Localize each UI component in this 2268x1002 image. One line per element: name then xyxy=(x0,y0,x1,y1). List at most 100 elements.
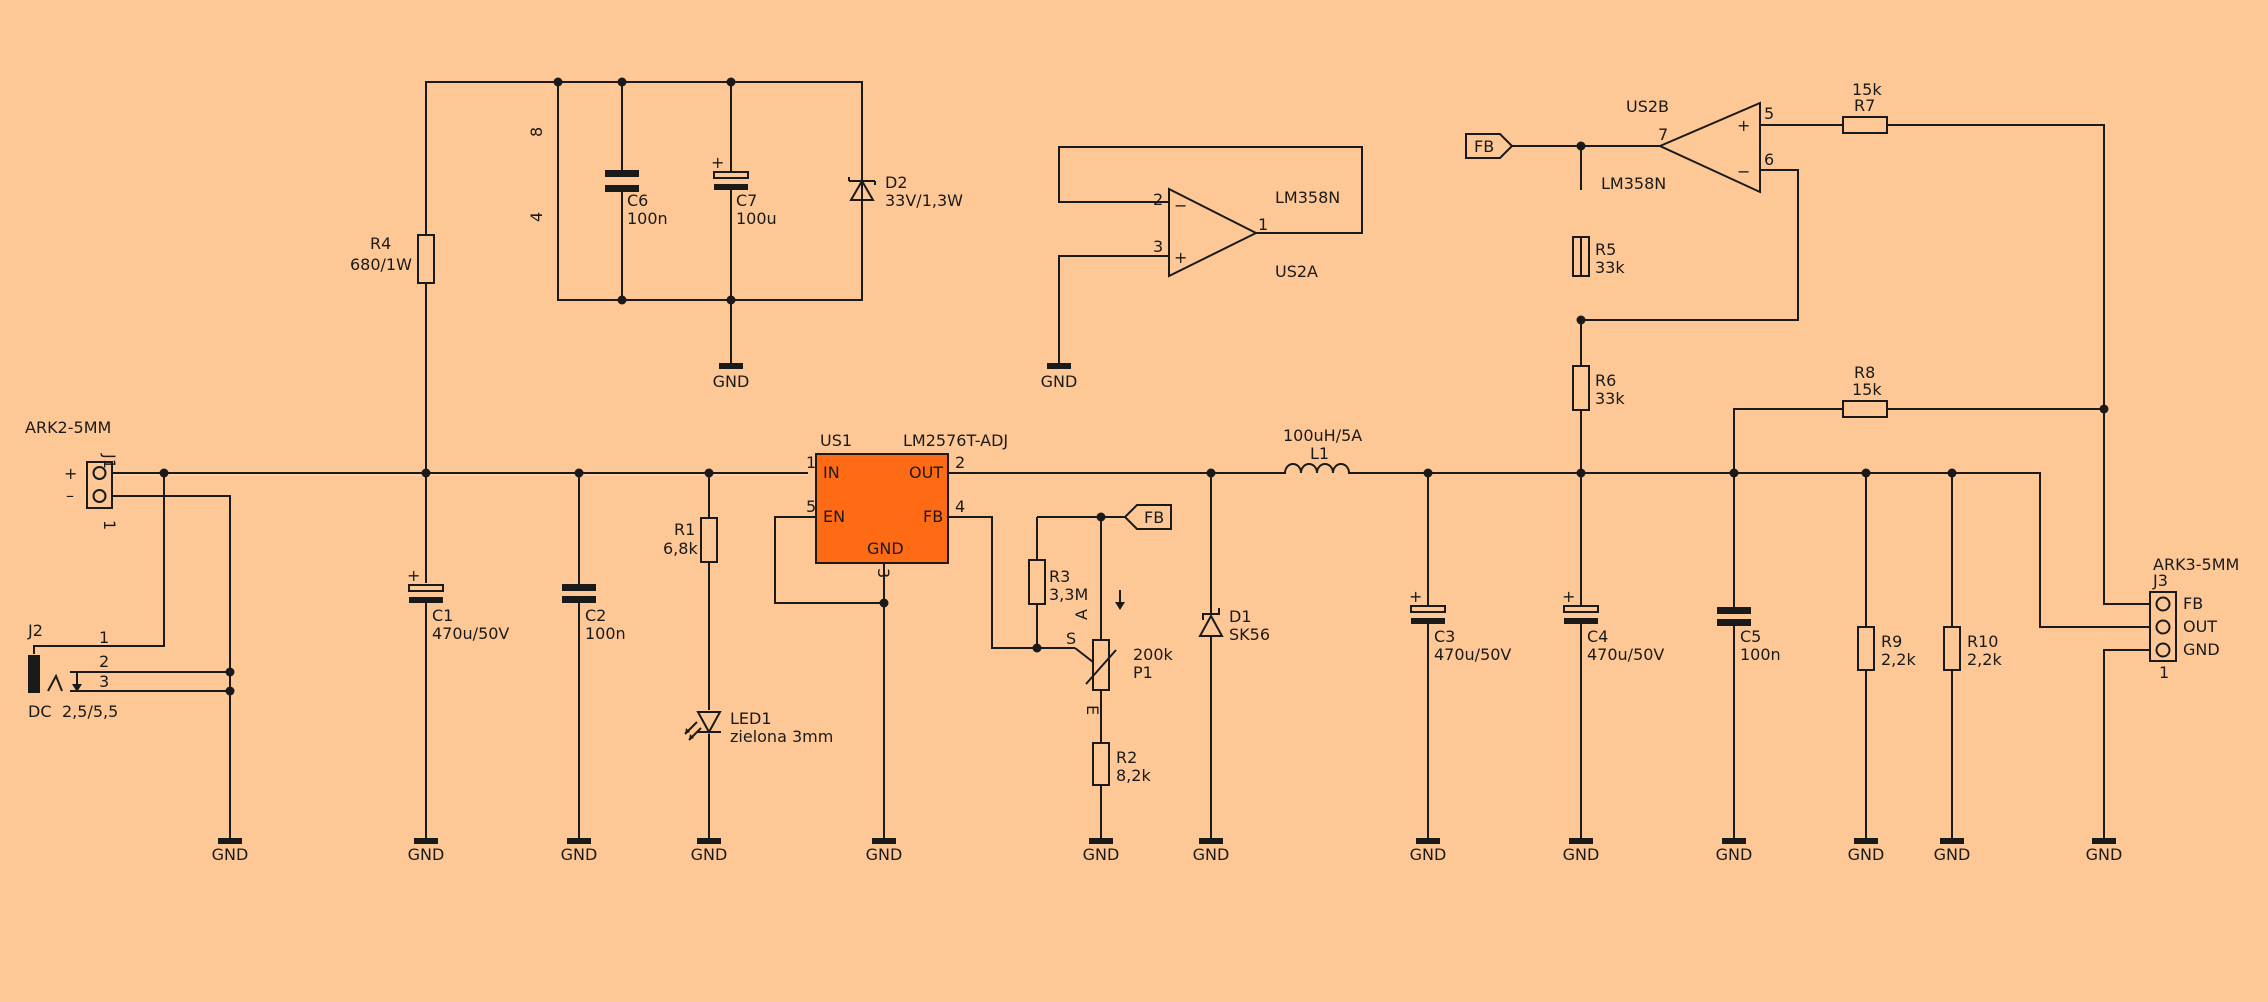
c1-value: 470u/50V xyxy=(432,624,509,643)
gnd-d1: GND xyxy=(1193,838,1230,864)
us2b-ref: US2B xyxy=(1626,97,1669,116)
gnd-j1: GND xyxy=(212,838,249,864)
us2b-minus: − xyxy=(1737,162,1750,181)
j2-pin2: 2 xyxy=(99,652,109,671)
c7-value: 100u xyxy=(736,209,777,228)
ground-symbols: GND GND GND GND GND GND GND GND GND GND … xyxy=(212,363,2123,864)
r6-ref: R6 xyxy=(1595,371,1616,390)
r2-ref: R2 xyxy=(1116,748,1137,767)
us1-pin1: 1 xyxy=(806,453,816,472)
resistor-r6: R6 33k xyxy=(1572,365,1625,411)
j3-pin1: 1 xyxy=(2159,663,2169,682)
r10-value: 2,2k xyxy=(1967,650,2002,669)
led-led1: LED1 zielona 3mm xyxy=(684,709,833,746)
p1-value: 200k xyxy=(1133,645,1174,664)
resistor-r8: R8 15k xyxy=(1842,363,1888,418)
p1-a: A xyxy=(1072,609,1091,620)
us1-fb: FB xyxy=(923,507,943,526)
r6-value: 33k xyxy=(1595,389,1625,408)
us2a-part: LM358N xyxy=(1275,188,1340,207)
c6-ref: C6 xyxy=(627,191,648,210)
j3-out: OUT xyxy=(2183,617,2217,636)
capacitor-c1: + C1 470u/50V xyxy=(407,566,509,643)
us2a-ref: US2A xyxy=(1275,262,1318,281)
gnd-j3: GND xyxy=(2086,838,2123,864)
gnd-label: GND xyxy=(1848,845,1885,864)
r2-value: 8,2k xyxy=(1116,766,1151,785)
j1-plus: + xyxy=(64,464,77,483)
us2a-minus: − xyxy=(1174,196,1187,215)
us2b-pin6: 6 xyxy=(1764,150,1774,169)
us1-pin5: 5 xyxy=(806,497,816,516)
us2a-pin1: 1 xyxy=(1258,215,1268,234)
c4-plus: + xyxy=(1562,587,1575,606)
d2-value: 33V/1,3W xyxy=(885,191,963,210)
r5-value: 33k xyxy=(1595,258,1625,277)
r4-value: 680/1W xyxy=(350,255,412,274)
r3-value: 3,3M xyxy=(1049,585,1088,604)
gnd-r9: GND xyxy=(1848,838,1885,864)
j3-fb: FB xyxy=(2183,594,2203,613)
resistor-r10: R10 2,2k xyxy=(1943,626,2002,671)
gnd-label: GND xyxy=(1083,845,1120,864)
r8-ref: R8 xyxy=(1854,363,1875,382)
r8-value: 15k xyxy=(1852,380,1882,399)
capacitor-c7: + C7 100u xyxy=(711,153,777,228)
us2-pin8: 8 xyxy=(527,127,546,137)
ic-us1: US1 LM2576T-ADJ IN OUT EN FB GND 1 2 3 4… xyxy=(806,431,1008,578)
resistor-r7: 15k R7 xyxy=(1842,80,1888,134)
j1-type: ARK2-5MM xyxy=(25,418,111,437)
resistor-r1: R1 6,8k xyxy=(663,517,718,563)
c3-plus: + xyxy=(1409,587,1422,606)
r4-ref: R4 xyxy=(370,234,391,253)
gnd-label: GND xyxy=(212,845,249,864)
r1-value: 6,8k xyxy=(663,539,698,558)
junctions xyxy=(159,77,2109,696)
gnd-label: GND xyxy=(1193,845,1230,864)
us2a-plus: + xyxy=(1174,248,1187,267)
gnd-us1: GND xyxy=(866,838,902,864)
fb-label-text: FB xyxy=(1474,137,1494,156)
gnd-c2: GND xyxy=(561,838,598,864)
gnd-c5: GND xyxy=(1716,838,1752,864)
gnd-label: GND xyxy=(713,372,750,391)
c6-value: 100n xyxy=(627,209,668,228)
gnd-label: GND xyxy=(408,845,445,864)
fb-label-text: FB xyxy=(1144,508,1164,527)
us2-pin4: 4 xyxy=(527,212,546,222)
us1-out: OUT xyxy=(909,463,943,482)
d1-value: SK56 xyxy=(1229,625,1270,644)
gnd-label: GND xyxy=(561,845,598,864)
capacitor-c5: C5 100n xyxy=(1717,607,1781,664)
us1-pin3: 3 xyxy=(874,568,893,578)
capacitor-c4: + C4 470u/50V xyxy=(1562,587,1664,664)
c7-plus: + xyxy=(711,153,724,172)
us2b-pin7: 7 xyxy=(1658,125,1668,144)
us1-part: LM2576T-ADJ xyxy=(903,431,1008,450)
connector-j2: J2 DC 2,5/5,5 1 2 3 xyxy=(27,621,118,721)
us2b-plus: + xyxy=(1737,116,1750,135)
us1-body xyxy=(815,453,949,564)
d2-ref: D2 xyxy=(885,173,908,192)
gnd-label: GND xyxy=(1563,845,1600,864)
gnd-label: GND xyxy=(2086,845,2123,864)
j3-type: ARK3-5MM xyxy=(2153,555,2239,574)
r7-ref: R7 xyxy=(1854,96,1875,115)
r7-value: 15k xyxy=(1852,80,1882,99)
r5-ref: R5 xyxy=(1595,240,1616,259)
l1-ref: L1 xyxy=(1310,444,1329,463)
gnd-label: GND xyxy=(1410,845,1447,864)
gnd-power: GND xyxy=(713,363,750,391)
gnd-c4: GND xyxy=(1563,838,1600,864)
resistor-r5: R5 33k xyxy=(1572,236,1625,277)
us2b-pin5: 5 xyxy=(1764,104,1774,123)
j3-ref: J3 xyxy=(2152,571,2168,590)
c3-value: 470u/50V xyxy=(1434,645,1511,664)
c3-ref: C3 xyxy=(1434,627,1455,646)
j2-ref: J2 xyxy=(27,621,43,640)
p1-e: E xyxy=(1083,705,1102,715)
resistor-r4: R4 680/1W xyxy=(350,234,435,284)
r9-ref: R9 xyxy=(1881,632,1902,651)
led1-ref: LED1 xyxy=(730,709,772,728)
